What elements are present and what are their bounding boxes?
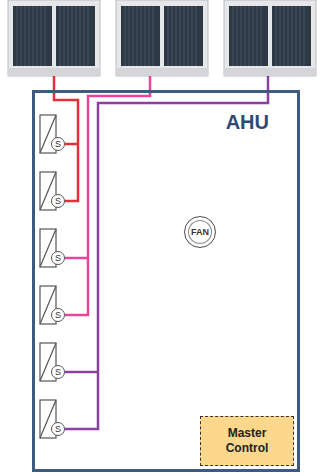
ahu-housing: AHU S S S S S S FAN Master Control [32,90,300,472]
valve-letter: S [55,425,61,434]
fan-label: FAN [191,227,209,237]
purple-pipe [65,76,268,429]
master-control-box: Master Control [200,416,294,466]
valve-letter: S [55,197,61,206]
master-control-label: Master Control [217,426,277,456]
solenoid-valve: S [51,308,65,322]
valve-letter: S [55,254,61,263]
valve-letter: S [55,368,61,377]
solenoid-valve: S [51,194,65,208]
valve-letter: S [55,311,61,320]
solenoid-valve: S [51,251,65,265]
pink-pipe [65,76,150,315]
fan-circle: FAN [184,216,216,248]
outdoor-unit [224,0,316,76]
ahu-title: AHU [226,111,269,134]
solenoid-valve: S [51,422,65,436]
solenoid-valve: S [51,137,65,151]
solenoid-valve: S [51,365,65,379]
valve-letter: S [55,140,61,149]
coil-symbol [40,115,56,438]
outdoor-unit [116,0,208,76]
outdoor-unit [8,0,100,76]
